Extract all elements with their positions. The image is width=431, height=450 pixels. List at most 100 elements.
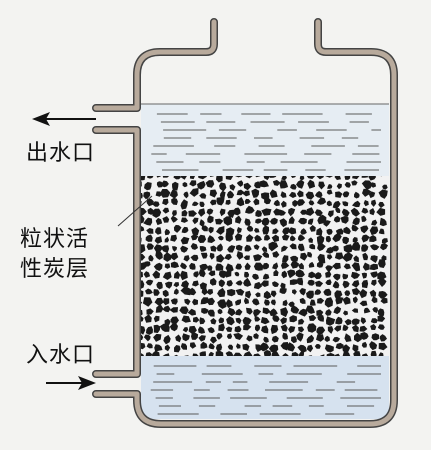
activated-carbon-granules: [141, 176, 388, 356]
carbon-granule: [305, 207, 315, 216]
carbon-granule: [253, 262, 264, 271]
carbon-granule: [334, 176, 341, 180]
carbon-granule: [216, 226, 225, 235]
carbon-granule: [324, 335, 330, 342]
carbon-granule: [363, 200, 369, 207]
carbon-granule: [189, 176, 195, 180]
carbon-granule: [242, 316, 252, 327]
carbon-granule: [290, 255, 299, 262]
carbon-granule: [162, 289, 169, 298]
carbon-granule: [280, 307, 289, 318]
carbon-label-leader: [117, 195, 153, 227]
carbon-granule: [201, 225, 208, 232]
carbon-granule: [263, 176, 270, 181]
carbon-granule: [225, 176, 234, 180]
carbon-granule: [327, 184, 333, 189]
carbon-granule: [305, 191, 315, 200]
carbon-granule: [197, 180, 206, 190]
carbon-granule: [199, 201, 205, 207]
carbon-granule: [253, 309, 262, 318]
carbon-granule: [253, 244, 260, 250]
carbon-granule: [155, 250, 163, 260]
carbon-granule: [141, 309, 143, 316]
carbon-granule: [325, 176, 334, 178]
carbon-granule: [326, 189, 333, 195]
carbon-granule: [278, 209, 286, 216]
carbon-granule: [289, 243, 297, 250]
carbon-granule: [180, 236, 190, 245]
carbon-granule: [335, 296, 344, 305]
carbon-granule: [382, 184, 388, 190]
carbon-granule: [164, 236, 170, 243]
carbon-granule: [371, 219, 378, 226]
carbon-granule: [227, 209, 235, 218]
carbon-granule: [288, 301, 295, 307]
carbon-granule: [236, 197, 245, 207]
carbon-granule: [170, 215, 178, 223]
carbon-granule: [243, 277, 252, 287]
carbon-granule: [335, 207, 341, 213]
carbon-granule: [189, 180, 197, 187]
carbon-granule: [189, 188, 199, 197]
carbon-granule: [255, 292, 261, 298]
carbon-granule: [370, 350, 377, 356]
carbon-granule: [165, 281, 173, 289]
carbon-granule: [209, 176, 214, 177]
carbon-granule: [324, 344, 334, 353]
carbon-granule: [180, 199, 188, 210]
carbon-granule: [182, 327, 189, 333]
carbon-granule: [272, 262, 279, 270]
carbon-granule: [200, 252, 208, 259]
carbon-granule: [361, 341, 367, 348]
carbon-granule: [378, 228, 385, 235]
carbon-granule: [296, 179, 305, 189]
carbon-granule: [291, 352, 299, 356]
carbon-granule: [290, 305, 300, 314]
carbon-granule: [325, 235, 331, 243]
carbon-granule: [146, 198, 154, 207]
carbon-granule: [255, 218, 263, 224]
carbon-granule: [244, 218, 251, 227]
carbon-granule: [191, 227, 200, 236]
carbon-granule: [210, 318, 217, 325]
carbon-granule: [246, 225, 254, 232]
carbon-granule: [380, 242, 388, 251]
carbon-granule: [378, 342, 388, 351]
carbon-granule: [342, 252, 353, 262]
carbon-granule: [316, 261, 324, 268]
carbon-granule: [371, 199, 377, 207]
carbon-granule: [169, 323, 178, 332]
carbon-granule: [207, 327, 215, 334]
carbon-granule: [141, 325, 146, 335]
carbon-granule: [351, 287, 361, 296]
carbon-granule: [369, 226, 379, 236]
carbon-granule: [183, 255, 190, 262]
carbon-granule: [208, 270, 216, 277]
carbon-granule: [144, 314, 152, 323]
carbon-granule: [316, 309, 324, 316]
carbon-granule: [264, 299, 270, 306]
carbon-granule: [318, 181, 325, 190]
carbon-granule: [342, 201, 349, 207]
carbon-granule: [370, 324, 377, 330]
carbon-granule: [141, 334, 144, 341]
carbon-granule: [145, 234, 153, 242]
carbon-granule: [193, 316, 200, 323]
carbon-granule: [253, 281, 263, 290]
carbon-granule: [236, 343, 241, 349]
bottom-water-layer: [141, 356, 389, 419]
carbon-granule: [376, 207, 386, 216]
carbon-granule: [153, 262, 163, 271]
carbon-granule: [198, 326, 205, 334]
carbon-granule: [280, 282, 286, 289]
carbon-granule: [264, 197, 272, 205]
inlet-arrow: [46, 376, 96, 390]
carbon-granule: [154, 344, 163, 352]
carbon-granule: [170, 261, 180, 268]
carbon-granule: [314, 289, 322, 295]
carbon-granule: [141, 244, 146, 254]
carbon-granule: [281, 262, 290, 269]
carbon-granule: [173, 224, 182, 233]
carbon-granule: [308, 237, 314, 243]
